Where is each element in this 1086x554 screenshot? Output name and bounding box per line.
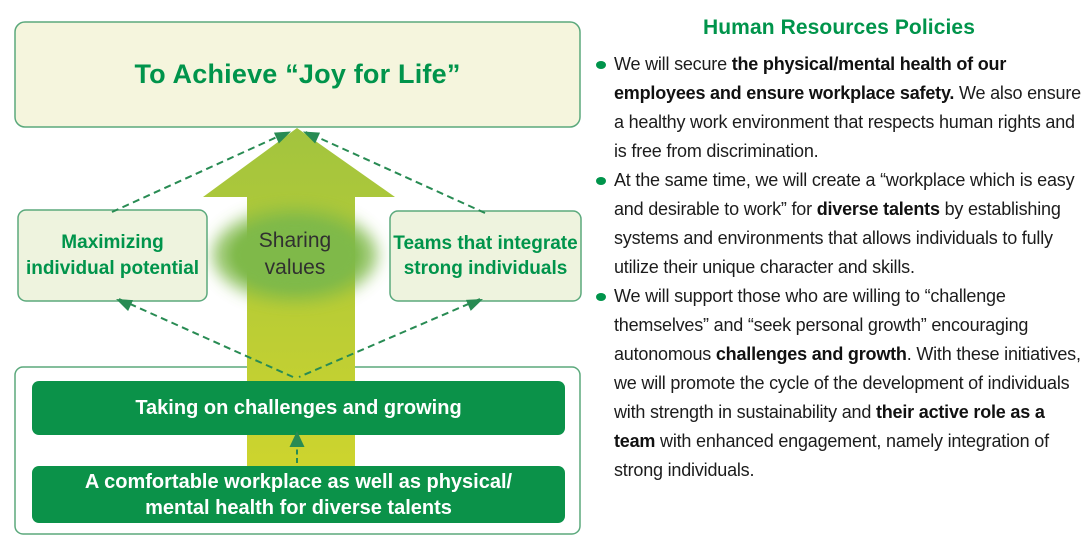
policy-text: We will secure the physical/mental healt… — [614, 54, 1081, 161]
hr-policies-panel: Human Resources Policies We will secure … — [596, 16, 1082, 485]
sharing-values-label: Sharing values — [258, 229, 332, 279]
dashed-arrowheads — [116, 131, 483, 312]
between-bars-arrow — [289, 431, 305, 463]
workplace-bar — [32, 466, 565, 523]
challenge-bar-label: Taking on challenges and growing — [135, 397, 462, 419]
bullet-dot-icon — [596, 61, 606, 69]
goal-box — [14, 21, 581, 128]
bullet-dot-icon — [596, 177, 606, 185]
policies-title: Human Resources Policies — [702, 16, 975, 39]
workplace-bar-line2: mental health for diverse talents — [145, 496, 452, 519]
left-box-label: Maximizing individual potential — [25, 232, 200, 279]
hr-vision-diagram: To Achieve “Joy for Life” Maximizing ind… — [14, 21, 582, 535]
sharing-values-ellipse-core — [231, 220, 359, 290]
right-box — [389, 210, 582, 302]
goal-box-label: To Achieve “Joy for Life” — [134, 59, 461, 89]
workplace-bar-line1: A comfortable workplace as well as physi… — [84, 470, 513, 493]
policy-list: We will secure the physical/mental healt… — [596, 50, 1082, 485]
bullet-dot-icon — [596, 293, 606, 301]
policy-bullet: At the same time, we will create a “work… — [596, 166, 1082, 282]
diagram-shapes — [14, 21, 582, 535]
right-box-label: Teams that integrate strong individuals — [393, 232, 578, 279]
left-box — [17, 209, 208, 302]
policy-text: We will support those who are willing to… — [614, 286, 1081, 480]
workplace-bar-label: A comfortable workplace as well as physi… — [32, 466, 565, 523]
policy-text: At the same time, we will create a “work… — [614, 170, 1075, 277]
challenge-bar — [32, 381, 565, 435]
policy-bullet: We will support those who are willing to… — [596, 282, 1082, 485]
dashed-diamond-lines — [111, 131, 486, 378]
policy-bullet: We will secure the physical/mental healt… — [596, 50, 1082, 166]
